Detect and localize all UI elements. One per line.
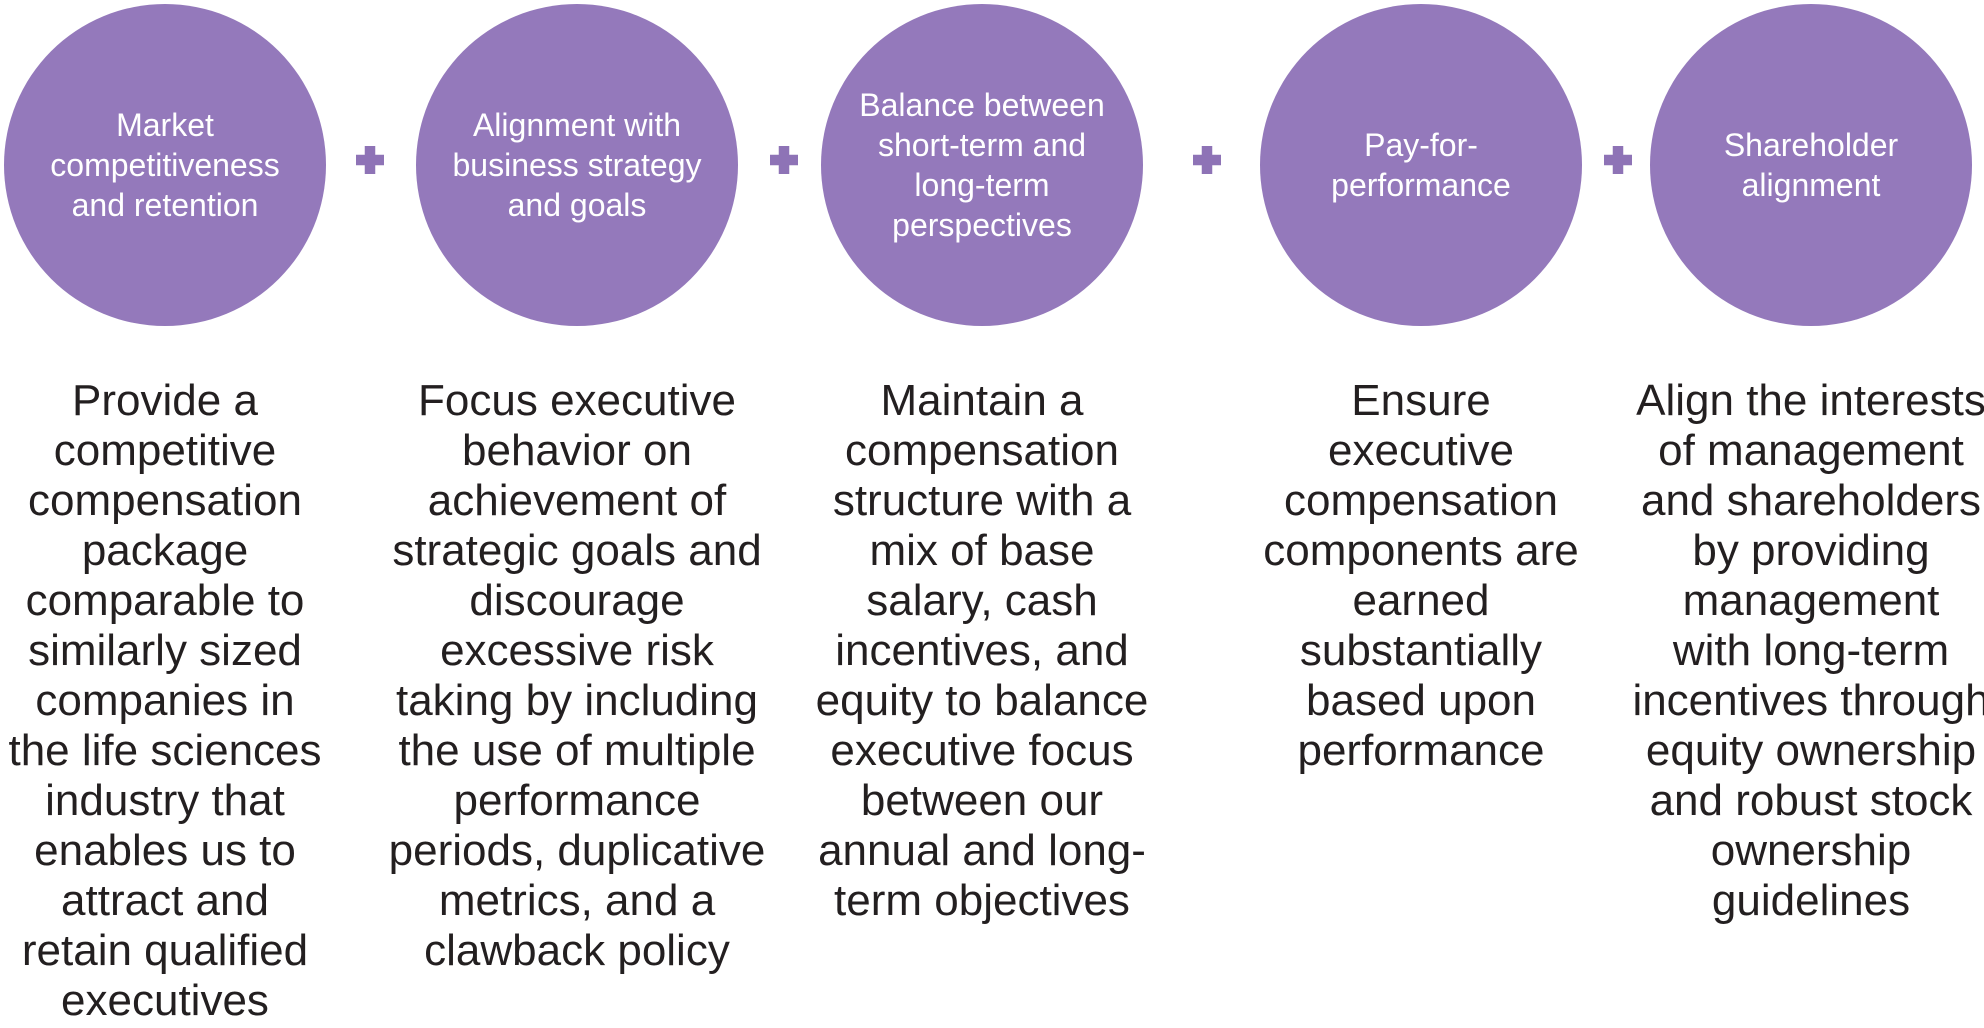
principle-description: Align the interests of management and sh… xyxy=(1632,376,1984,925)
principle-title: Market competitiveness and retention xyxy=(50,107,280,223)
principle-column-market-competitiveness: Market competitiveness and retention Pro… xyxy=(0,0,335,1028)
principle-description: Focus executive behavior on achievement … xyxy=(388,376,766,975)
principle-circle: Alignment with business strategy and goa… xyxy=(416,4,738,326)
principle-column-shareholder-alignment: Shareholder alignment Align the interest… xyxy=(1611,0,1984,1028)
principle-title: Shareholder alignment xyxy=(1723,127,1899,203)
principle-title: Alignment with business strategy and goa… xyxy=(452,107,702,223)
plus-icon xyxy=(1193,146,1221,174)
principle-circle: Shareholder alignment xyxy=(1650,4,1972,326)
principle-column-business-strategy: Alignment with business strategy and goa… xyxy=(357,0,797,1028)
principle-title: Balance between short-term and long-term… xyxy=(859,87,1105,243)
principle-column-short-long-term-balance: Balance between short-term and long-term… xyxy=(792,0,1172,1028)
plus-icon xyxy=(356,146,384,174)
principle-title: Pay-for- performance xyxy=(1331,127,1511,203)
principle-circle: Balance between short-term and long-term… xyxy=(821,4,1143,326)
principle-description: Provide a competitive compensation packa… xyxy=(8,376,322,1025)
principle-description: Ensure executive compensation components… xyxy=(1263,376,1579,775)
principle-column-pay-for-performance: Pay-for- performance Ensure executive co… xyxy=(1256,0,1586,1028)
principle-circle: Pay-for- performance xyxy=(1260,4,1582,326)
plus-icon xyxy=(770,146,798,174)
principle-circle: Market competitiveness and retention xyxy=(4,4,326,326)
plus-icon xyxy=(1604,146,1632,174)
principle-description: Maintain a compensation structure with a… xyxy=(815,376,1149,925)
